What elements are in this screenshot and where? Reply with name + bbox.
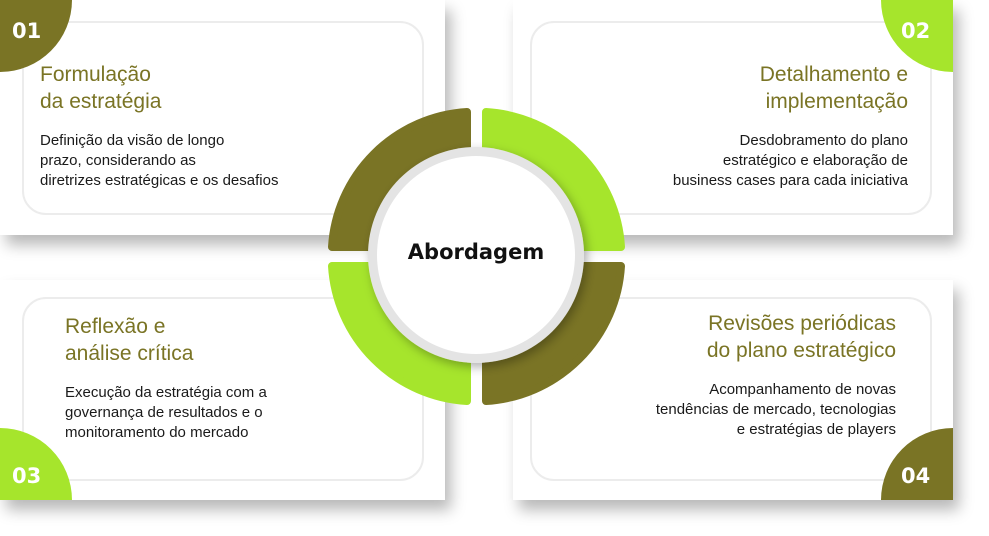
step-number: 02 bbox=[901, 19, 931, 43]
description-line: estratégico e elaboração de bbox=[722, 152, 908, 169]
step-description: Acompanhamento de novas tendências de me… bbox=[656, 380, 896, 440]
description-line: tendências de mercado, tecnologias bbox=[655, 401, 896, 418]
description-line: monitoramento do mercado bbox=[65, 424, 249, 441]
description-line: governança de resultados e o bbox=[65, 404, 263, 421]
step-description: Definição da visão de longo prazo, consi… bbox=[40, 131, 278, 191]
step-description: Execução da estratégia com a governança … bbox=[65, 383, 267, 443]
center-label: Abordagem bbox=[407, 240, 545, 264]
description-line: Definição da visão de longo bbox=[40, 132, 225, 149]
step-card-1: 01 Formulação da estratégia Definição da… bbox=[0, 0, 445, 235]
description-line: business cases para cada iniciativa bbox=[672, 172, 908, 189]
description-line: e estratégias de players bbox=[736, 421, 896, 438]
step-title-line: da estratégia bbox=[40, 90, 162, 113]
description-line: Execução da estratégia com a bbox=[65, 384, 267, 401]
step-title-line: Revisões periódicas bbox=[708, 312, 896, 335]
step-number: 01 bbox=[12, 19, 42, 43]
description-line: Acompanhamento de novas bbox=[709, 381, 896, 398]
center-circle-inner bbox=[377, 156, 575, 354]
step-title-line: Reflexão e bbox=[65, 315, 166, 338]
step-title-line: análise crítica bbox=[65, 342, 194, 365]
description-line: diretrizes estratégicas e os desafios bbox=[40, 172, 279, 189]
step-number: 03 bbox=[12, 464, 42, 488]
step-description: Desdobramento do plano estratégico e ela… bbox=[673, 131, 908, 191]
step-title-line: Formulação bbox=[40, 63, 151, 86]
step-title-line: Detalhamento e bbox=[759, 63, 908, 86]
step-title-line: implementação bbox=[765, 90, 908, 113]
step-title-line: do plano estratégico bbox=[706, 339, 896, 362]
step-number: 04 bbox=[901, 464, 931, 488]
description-line: prazo, considerando as bbox=[40, 152, 196, 169]
description-line: Desdobramento do plano bbox=[739, 132, 908, 149]
